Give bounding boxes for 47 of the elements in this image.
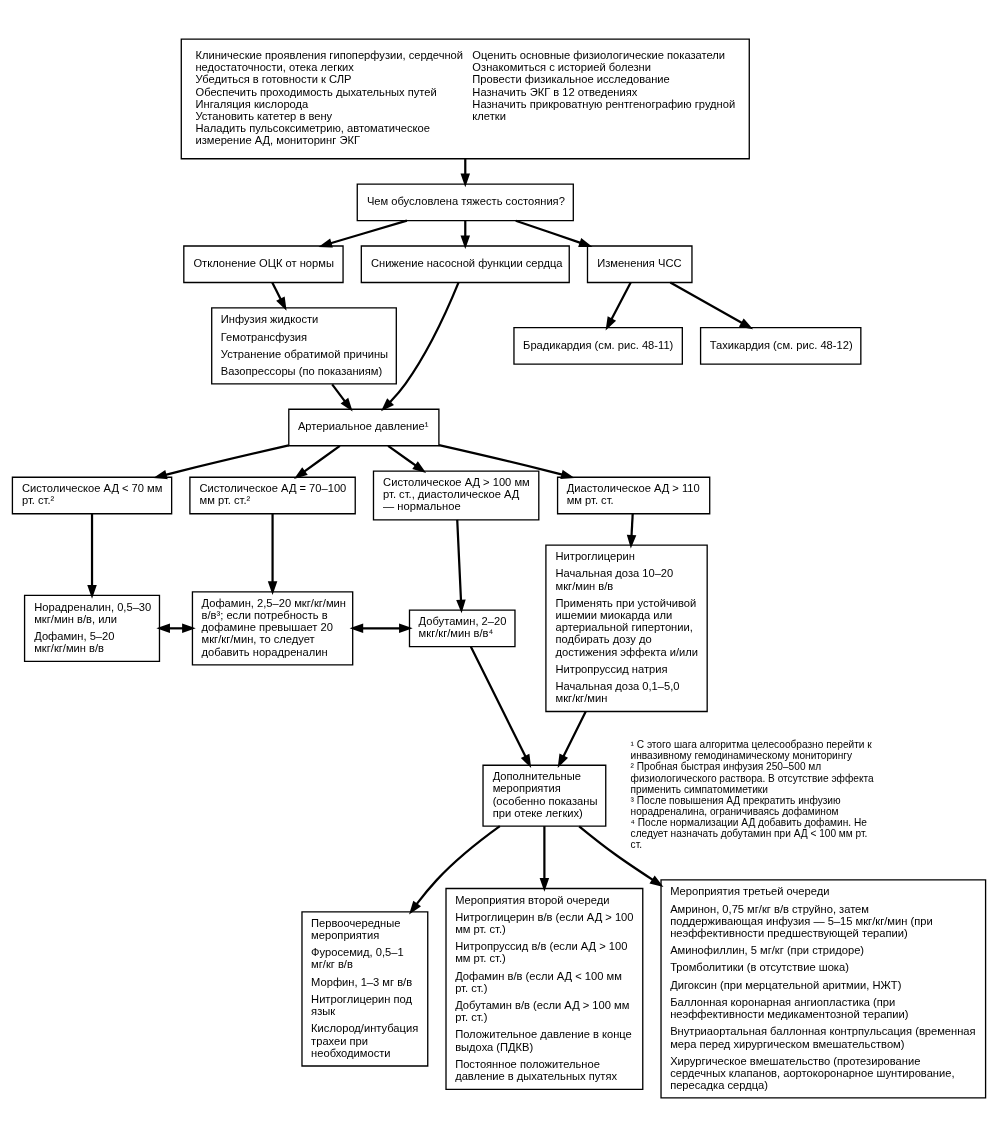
node-box: Диастолическое АД > 110 мм рт. ст. (556, 476, 711, 515)
label: ³ После повышения АД прекратить инфузию норадреналина, ограничиваясь дофамином (630, 794, 841, 817)
arrow (293, 444, 341, 479)
arrow (578, 825, 664, 887)
arrow (153, 444, 289, 480)
arrow (87, 513, 97, 599)
node-box: Дофамин, 2,5–20 мкг/кг/мин в/в³; если потребность в дофамине превышает 20 мкг/кг/мин, то следует добавить норадреналин (191, 591, 354, 666)
arrow (539, 826, 550, 892)
arrow (669, 281, 754, 330)
node-box: Дополнительные мероприятия (особенно показаны при отеке легких) (482, 764, 607, 827)
node-box: Отклонение ОЦК от нормы (183, 245, 344, 284)
node-box: Изменения ЧСС (586, 245, 693, 284)
arrow (469, 646, 532, 769)
node-box: Брадикардия (см. рис. 48-11) (513, 326, 683, 365)
arrow (156, 623, 196, 634)
arrow (331, 383, 353, 412)
arrow (515, 219, 593, 248)
node-box: Инфузия жидкости Гемотрансфузия Устранение обратимой причины Вазопрессоры (по показаниям) (211, 307, 397, 385)
arrow (438, 444, 575, 480)
node-box: Добутамин, 2–20 мкг/кг/мин в/в⁴ (408, 609, 516, 648)
arrow (626, 513, 637, 549)
arrow (605, 282, 632, 331)
arrow (267, 513, 278, 595)
label: ¹ С этого шага алгоритма целесообразно перейти к инвазивному гемодинамическому мониторингу (630, 739, 872, 762)
node-box: Мероприятия третьей очереди Амринон, 0,75 мг/кг в/в струйно, затем поддерживающая инфузия — 5–15 мкг/кг/мин (при неэффективности предшествующей терапии) Аминофиллин, 5 мг/кг (при стридоре) Тромболитики (в отсутствие шока) Дигоксин (при мерцательной аритмии, НЖТ) Баллонная коронарная ангиопластика (при неэффективности медикаментозной терапии) Внутриаортальная баллонная контрпульсация (временная мера перед хирургическом вмешательством) Хирургическое вмешательство (протезирование сердечных клапанов, аортокоронарное шунтирование, пересадка сердца) (660, 879, 987, 1099)
arrow (557, 711, 587, 768)
node-box: Нитроглицерин Начальная доза 10–20 мкг/мин в/в Применять при устойчивой ишемии миокарда или артериальной гипертонии, подбирать дозу до достижения эффекта и/или Нитропруссид натрия Начальная доза 0,1–5,0 мкг/кг/мин (545, 544, 708, 713)
node-box: Клинические проявления гипоперфузии, сердечной недостаточности, отека легких Убедиться в готовности к СЛР Обеспечить проходимость дыхательных путей Ингаляция кислорода Установить катетер в вену Наладить пульсоксиметрию, автоматическое измерение АД, мониторинг ЭКГ Оценить основные физиологические показатели Ознакомиться с историей болезни Провести физикальное исследование Назначить ЭКГ в 12 отведениях Назначить прикроватную рентгенографию грудной клетки (180, 38, 750, 160)
label: ² Пробная быстрая инфузия 250–500 мл физиологического раствора. В отсутствие эффекта применить симпатомиметики (630, 761, 874, 795)
node-box: Систолическое АД < 70 мм рт. ст.² (11, 476, 173, 515)
node-box: Мероприятия второй очереди Нитроглицерин в/в (если АД > 100 мм рт. ст.) Нитропруссид в/в (если АД > 100 мм рт. ст.) Дофамин в/в (если АД < 100 мм рт. ст.) Добутамин в/в (если АД > 100 мм рт. ст.) Положительное давление в конце выдоха (ПДКВ) Постоянное положительное давление в дыхательных путях (445, 887, 644, 1090)
arrow (409, 825, 501, 915)
node-box: Систолическое АД = 70–100 мм рт. ст.² (189, 476, 356, 515)
node-box: Снижение насосной функции сердца (360, 245, 570, 284)
node-box: Чем обусловлена тяжесть состояния? (356, 183, 574, 222)
node-box: Первоочередные мероприятия Фуросемид, 0,5–1 мг/кг в/в Морфин, 1–3 мг в/в Нитроглицерин под язык Кислород/интубация трахеи при необходимости (301, 911, 429, 1067)
arrow (387, 444, 427, 474)
arrow (456, 519, 466, 614)
label: ⁴ После нормализации АД добавить дофамин. Не следует назначать добутамин при АД < 100 мм рт. ст. (630, 817, 868, 851)
node-box: Артериальное давление¹ (288, 408, 440, 447)
arrow (381, 282, 460, 412)
arrow (318, 219, 408, 248)
node-box: Систолическое АД > 100 мм рт. ст., диастолическое АД — нормальное (372, 470, 540, 521)
arrow (271, 282, 287, 311)
node-box: Норадреналин, 0,5–30 мкг/мин в/в, или Дофамин, 5–20 мкг/кг/мин в/в (23, 594, 161, 662)
arrow (349, 623, 413, 634)
node-box: Тахикардия (см. рис. 48-12) (699, 326, 862, 365)
